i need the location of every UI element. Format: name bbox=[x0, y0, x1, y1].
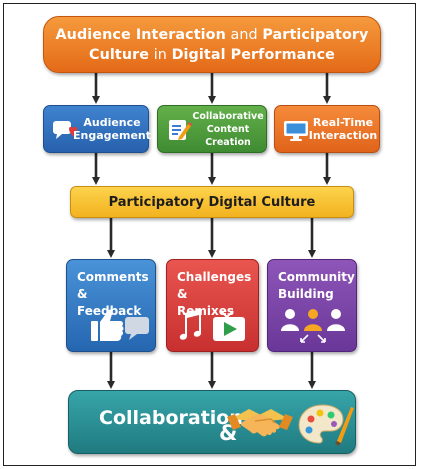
title-part-digital-performance: Digital Performance bbox=[171, 46, 335, 63]
title-line-2: Culture in Digital Performance bbox=[89, 45, 335, 65]
title-part-participatory: Participatory bbox=[262, 26, 369, 43]
thumbs-up-chat-icon bbox=[91, 309, 149, 341]
participatory-digital-culture-box: Participatory Digital Culture bbox=[70, 186, 354, 218]
collab-line-2: Content Creation bbox=[205, 123, 251, 148]
title-box: Audience Interaction and Participatory C… bbox=[43, 16, 381, 73]
title-part-in: in bbox=[149, 46, 172, 63]
collaboration-box: Collaboration & bbox=[68, 390, 356, 454]
handshake-icon bbox=[227, 409, 293, 437]
community-building-box: Community Building bbox=[267, 259, 357, 352]
community-line-1: Community bbox=[278, 270, 355, 284]
title-part-and: and bbox=[225, 26, 263, 43]
music-video-icon bbox=[179, 309, 245, 341]
realtime-line-1: Real-Time bbox=[312, 116, 374, 129]
title-part-audience: Audience Interaction bbox=[55, 26, 226, 43]
chat-heart-icon bbox=[53, 121, 77, 139]
challenges-line-1: Challenges & bbox=[177, 270, 252, 301]
engage-line-1: Audience bbox=[83, 116, 141, 129]
comments-feedback-box: Comments & Feedback bbox=[66, 259, 156, 352]
title-part-culture: Culture bbox=[89, 46, 150, 63]
people-network-icon bbox=[281, 309, 345, 343]
community-line-2: Building bbox=[278, 287, 334, 301]
collab-line-1: Collaborative bbox=[192, 110, 264, 122]
collaboration-icons bbox=[227, 404, 354, 446]
palette-icon bbox=[298, 404, 354, 446]
challenges-remixes-box: Challenges & Remixes bbox=[166, 259, 259, 352]
realtime-line-2: Interaction bbox=[308, 129, 378, 142]
participatory-digital-culture-label: Participatory Digital Culture bbox=[108, 194, 316, 210]
monitor-icon bbox=[284, 121, 308, 141]
collaboration-label: Collaboration bbox=[99, 407, 243, 429]
title-line-1: Audience Interaction and Participatory bbox=[56, 25, 369, 45]
edit-document-icon bbox=[169, 120, 192, 140]
engage-line-2: Engagement bbox=[73, 129, 151, 142]
comments-line-1: Comments & bbox=[77, 270, 149, 301]
